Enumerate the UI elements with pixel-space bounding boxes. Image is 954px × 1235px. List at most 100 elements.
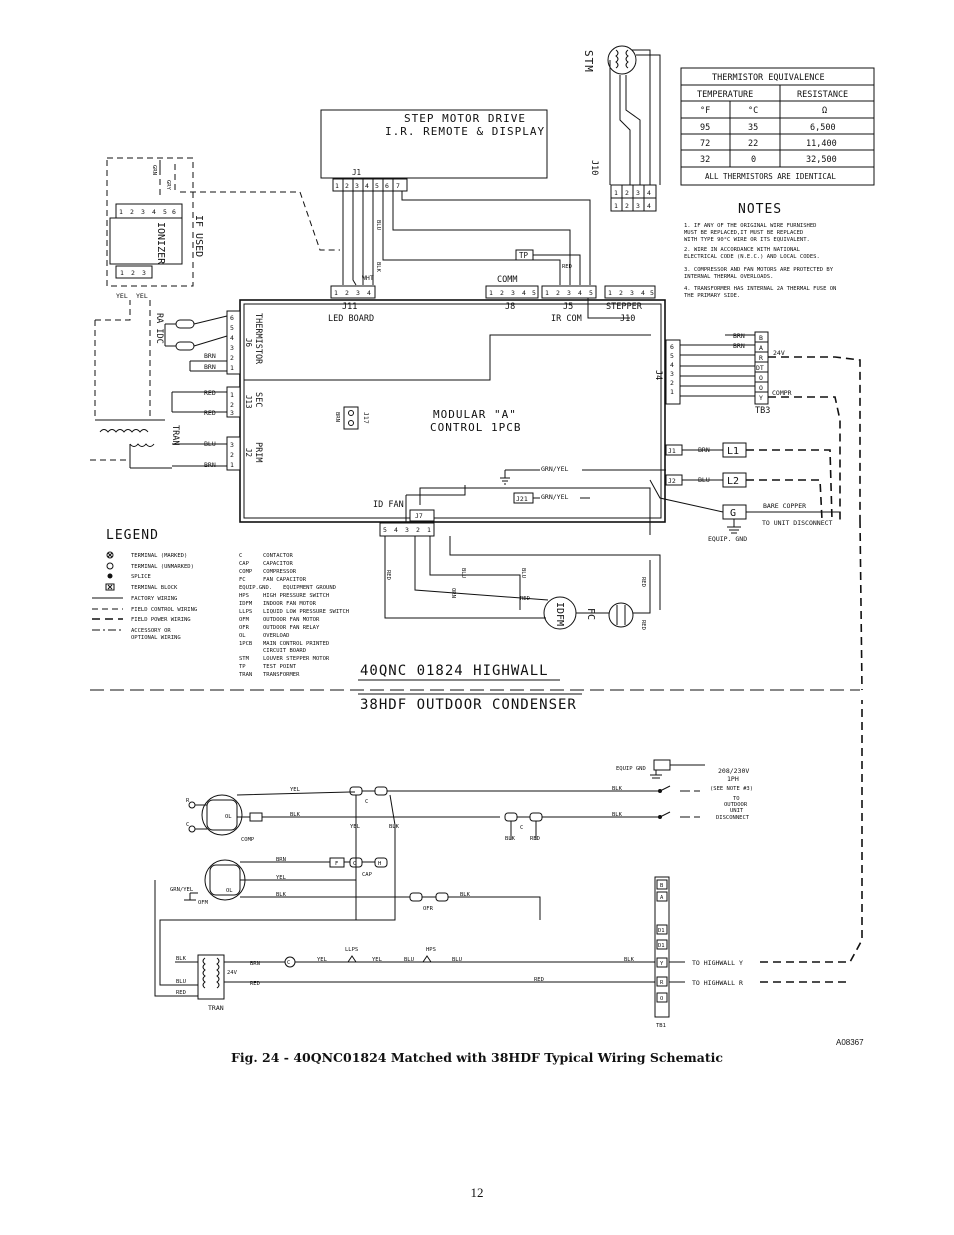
svg-text:4: 4 xyxy=(365,182,369,190)
svg-text:6: 6 xyxy=(172,208,176,216)
tb1-label: TB1 xyxy=(656,1023,666,1029)
outdoor-to-4: DISCONNECT xyxy=(716,815,750,821)
svg-text:4: 4 xyxy=(578,289,582,297)
svg-text:3: 3 xyxy=(567,289,571,297)
prim-label: PRIM xyxy=(253,442,263,462)
outdoor-to-3: UNIT xyxy=(730,808,744,814)
ofm-brn: BRN xyxy=(276,857,286,863)
bare-copper: BARE COPPER xyxy=(763,502,806,510)
j11-sub-label: LED BOARD xyxy=(328,314,374,324)
svg-text:1: 1 xyxy=(614,202,618,210)
thermistor-col-res: RESISTANCE xyxy=(797,90,848,100)
svg-text:4: 4 xyxy=(647,202,651,210)
svg-text:3: 3 xyxy=(230,409,234,417)
unit-title-condenser: 38HDF OUTDOOR CONDENSER xyxy=(360,697,577,713)
thermistor-row-3-f: 32 xyxy=(700,155,710,165)
unit-title-highwall: 40QNC 01824 HIGHWALL xyxy=(360,663,549,679)
j7-wire-red: RED xyxy=(385,570,391,580)
tb3-24v: 24V xyxy=(773,349,785,357)
svg-text:5: 5 xyxy=(589,289,593,297)
svg-text:1: 1 xyxy=(545,289,549,297)
idfm-label: IDFM xyxy=(554,602,565,626)
ionizer-box xyxy=(109,217,183,265)
j10-board-label: J10 xyxy=(620,314,635,324)
cap-label: CAP xyxy=(362,872,373,878)
j5-label: J5 xyxy=(563,302,573,312)
svg-text:5: 5 xyxy=(230,324,234,332)
j2-right-label: J2 xyxy=(668,477,676,485)
board-title-line2: CONTROL 1PCB xyxy=(430,421,521,434)
outdoor-24v: 24V xyxy=(227,970,238,976)
tb3-terminal-block: B A R DT O O Y TB3 xyxy=(754,331,770,416)
series-yel-1: YEL xyxy=(317,957,328,963)
comp-blk: BLK xyxy=(290,812,301,818)
svg-text:1: 1 xyxy=(230,461,234,469)
step-motor-line2: I.R. REMOTE & DISPLAY xyxy=(385,125,545,138)
abbr-key-6: HPS xyxy=(239,593,249,599)
abbr-key-5: EQUIP.GND. xyxy=(239,585,272,591)
tb3-label: TB3 xyxy=(755,406,770,416)
l1-label: L1 xyxy=(727,446,739,457)
abbr-val-13: CIRCUIT BOARD xyxy=(263,648,306,654)
tb1-terminal-block: B A D1 D1 Y R O TB1 xyxy=(654,876,670,1029)
outdoor-to-1: TO xyxy=(733,796,740,802)
j1-right-label: J1 xyxy=(668,447,676,455)
tb3-compr: COMPR xyxy=(772,389,792,397)
legend-symbol-7: FIELD POWER WIRING xyxy=(131,617,191,623)
j17-label: J17 xyxy=(362,412,370,424)
svg-text:1: 1 xyxy=(335,182,339,190)
j5-sub-label: IR COM xyxy=(551,314,582,324)
series-blu-1: BLU xyxy=(404,957,414,963)
abbr-val-11: OVERLOAD xyxy=(263,633,290,639)
svg-text:6: 6 xyxy=(385,182,389,190)
svg-text:5: 5 xyxy=(383,526,387,534)
comp-label: COMP xyxy=(241,837,255,843)
abbr-key-10: OFR xyxy=(239,625,250,631)
svg-text:3: 3 xyxy=(511,289,515,297)
tb3-term-b: B xyxy=(759,334,763,342)
svg-text:4: 4 xyxy=(522,289,526,297)
thermistor-col-temp: TEMPERATURE xyxy=(697,90,753,100)
comp-c: C xyxy=(186,822,189,828)
svg-text:1: 1 xyxy=(670,388,674,396)
ofr-label: OFR xyxy=(423,906,434,912)
cap-f: F xyxy=(335,861,338,867)
outdoor-fan-motor xyxy=(204,859,246,901)
svg-text:3: 3 xyxy=(636,202,640,210)
svg-text:3: 3 xyxy=(630,289,634,297)
abbr-val-10: OUTDOOR FAN RELAY xyxy=(263,625,320,631)
abbr-val-4: FAN CAPACITOR xyxy=(263,577,307,583)
g-label: G xyxy=(730,508,736,519)
svg-text:2: 2 xyxy=(345,182,349,190)
svg-text:3: 3 xyxy=(230,441,234,449)
to-unit-disconnect: TO UNIT DISCONNECT xyxy=(762,519,833,527)
contactor-blk-right: BLK xyxy=(612,812,623,818)
step-motor-line1: STEP MOTOR DRIVE xyxy=(404,112,526,125)
thermistor-title: THERMISTOR EQUIVALENCE xyxy=(712,73,825,83)
thermistor-row-1-f: 95 xyxy=(700,123,710,133)
j7-wire-red-2: RED xyxy=(520,596,530,602)
svg-text:5: 5 xyxy=(163,208,167,216)
svg-text:2: 2 xyxy=(625,189,629,197)
ionizer-dashed-box xyxy=(106,157,194,287)
abbr-val-2: CAPACITOR xyxy=(263,561,293,567)
svg-text:2: 2 xyxy=(670,379,674,387)
outdoor-see-note: (SEE NOTE #3) xyxy=(710,786,753,792)
grn-yel-1: GRN/YEL xyxy=(541,465,568,473)
legend-symbol-3: SPLICE xyxy=(131,574,151,580)
j7-wire-blu-1: BLU xyxy=(460,568,466,578)
step-motor-drive-box xyxy=(320,109,548,179)
thermistor-unit-ohm: Ω xyxy=(822,106,827,116)
svg-text:6: 6 xyxy=(670,343,674,351)
tran-brn: BRN xyxy=(250,961,260,967)
svg-text:3: 3 xyxy=(636,189,640,197)
comp-r: R xyxy=(186,798,190,804)
contactor-yel: YEL xyxy=(350,824,361,830)
tb3-brn-1: BRN xyxy=(733,332,745,340)
thermistor-table: THERMISTOR EQUIVALENCE TEMPERATURE RESIS… xyxy=(680,67,875,186)
outdoor-transformer xyxy=(197,954,225,1000)
tb3-brn-2: BRN xyxy=(733,342,745,350)
notes-block: NOTES 1. IF ANY OF THE ORIGINAL WIRE FUR… xyxy=(684,202,836,299)
